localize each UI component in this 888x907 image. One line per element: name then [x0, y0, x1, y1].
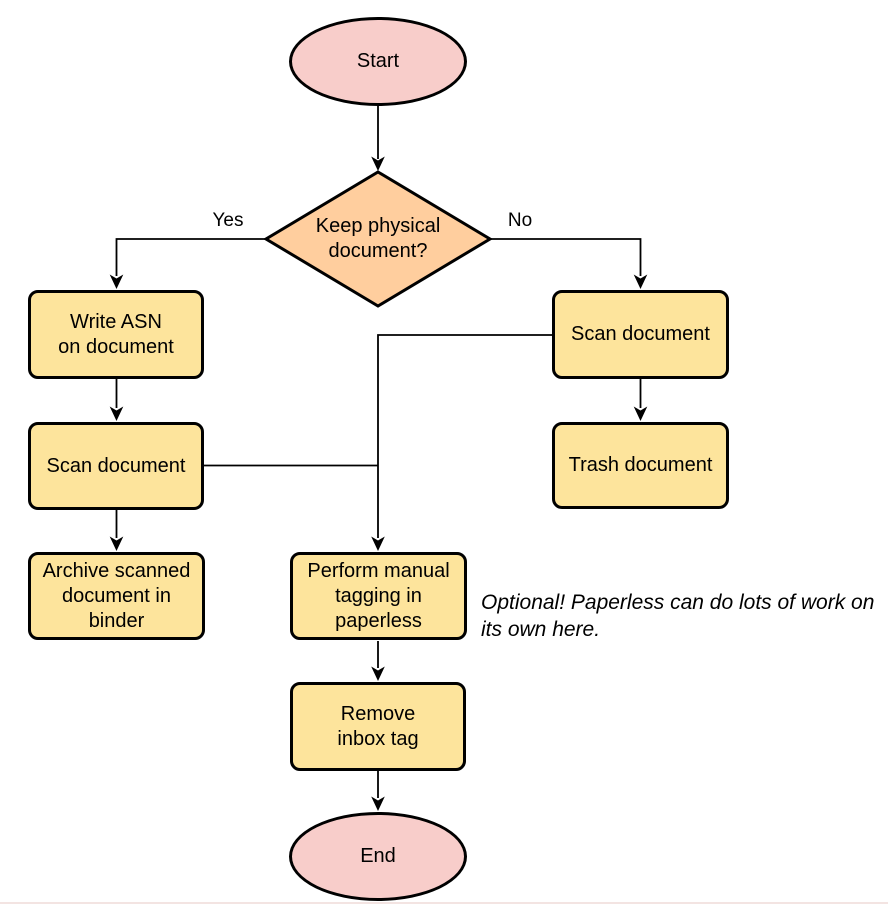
node-remove-inbox-tag: Remove inbox tag	[290, 682, 466, 771]
arrowhead-into-decision	[371, 156, 385, 171]
bottom-divider	[0, 902, 888, 904]
node-scan-document-right: Scan document	[552, 290, 729, 379]
arrowhead-into-scanleft	[109, 406, 124, 421]
decision-diamond-shape	[263, 170, 493, 308]
node-scan-document-left: Scan document	[28, 422, 204, 510]
node-decision-label: Keep physical document?	[315, 215, 441, 262]
arrowhead-into-tagging	[371, 536, 385, 551]
arrowhead-into-scanright	[633, 274, 648, 289]
arrowhead-into-archive	[109, 536, 124, 551]
node-manual-tagging: Perform manual tagging in paperless	[290, 552, 467, 640]
arrowhead-into-end	[371, 796, 385, 811]
arrowhead-into-trash	[633, 406, 648, 421]
node-trash-document: Trash document	[552, 422, 729, 509]
arrowhead-into-writeasn	[109, 274, 124, 289]
edge-decision-yes	[115, 238, 266, 276]
edge-label-no: No	[507, 210, 533, 231]
node-write-asn: Write ASN on document	[28, 290, 204, 379]
node-start: Start	[289, 17, 467, 106]
edge-decision-no	[490, 238, 642, 276]
node-end: End	[289, 812, 467, 901]
edge-scanright-to-tagging	[377, 334, 552, 538]
node-archive-scanned: Archive scanned document in binder	[28, 552, 205, 640]
edge-label-yes: Yes	[212, 210, 244, 231]
annotation-optional-note: Optional! Paperless can do lots of work …	[481, 591, 875, 641]
arrowhead-into-remove	[371, 666, 385, 681]
